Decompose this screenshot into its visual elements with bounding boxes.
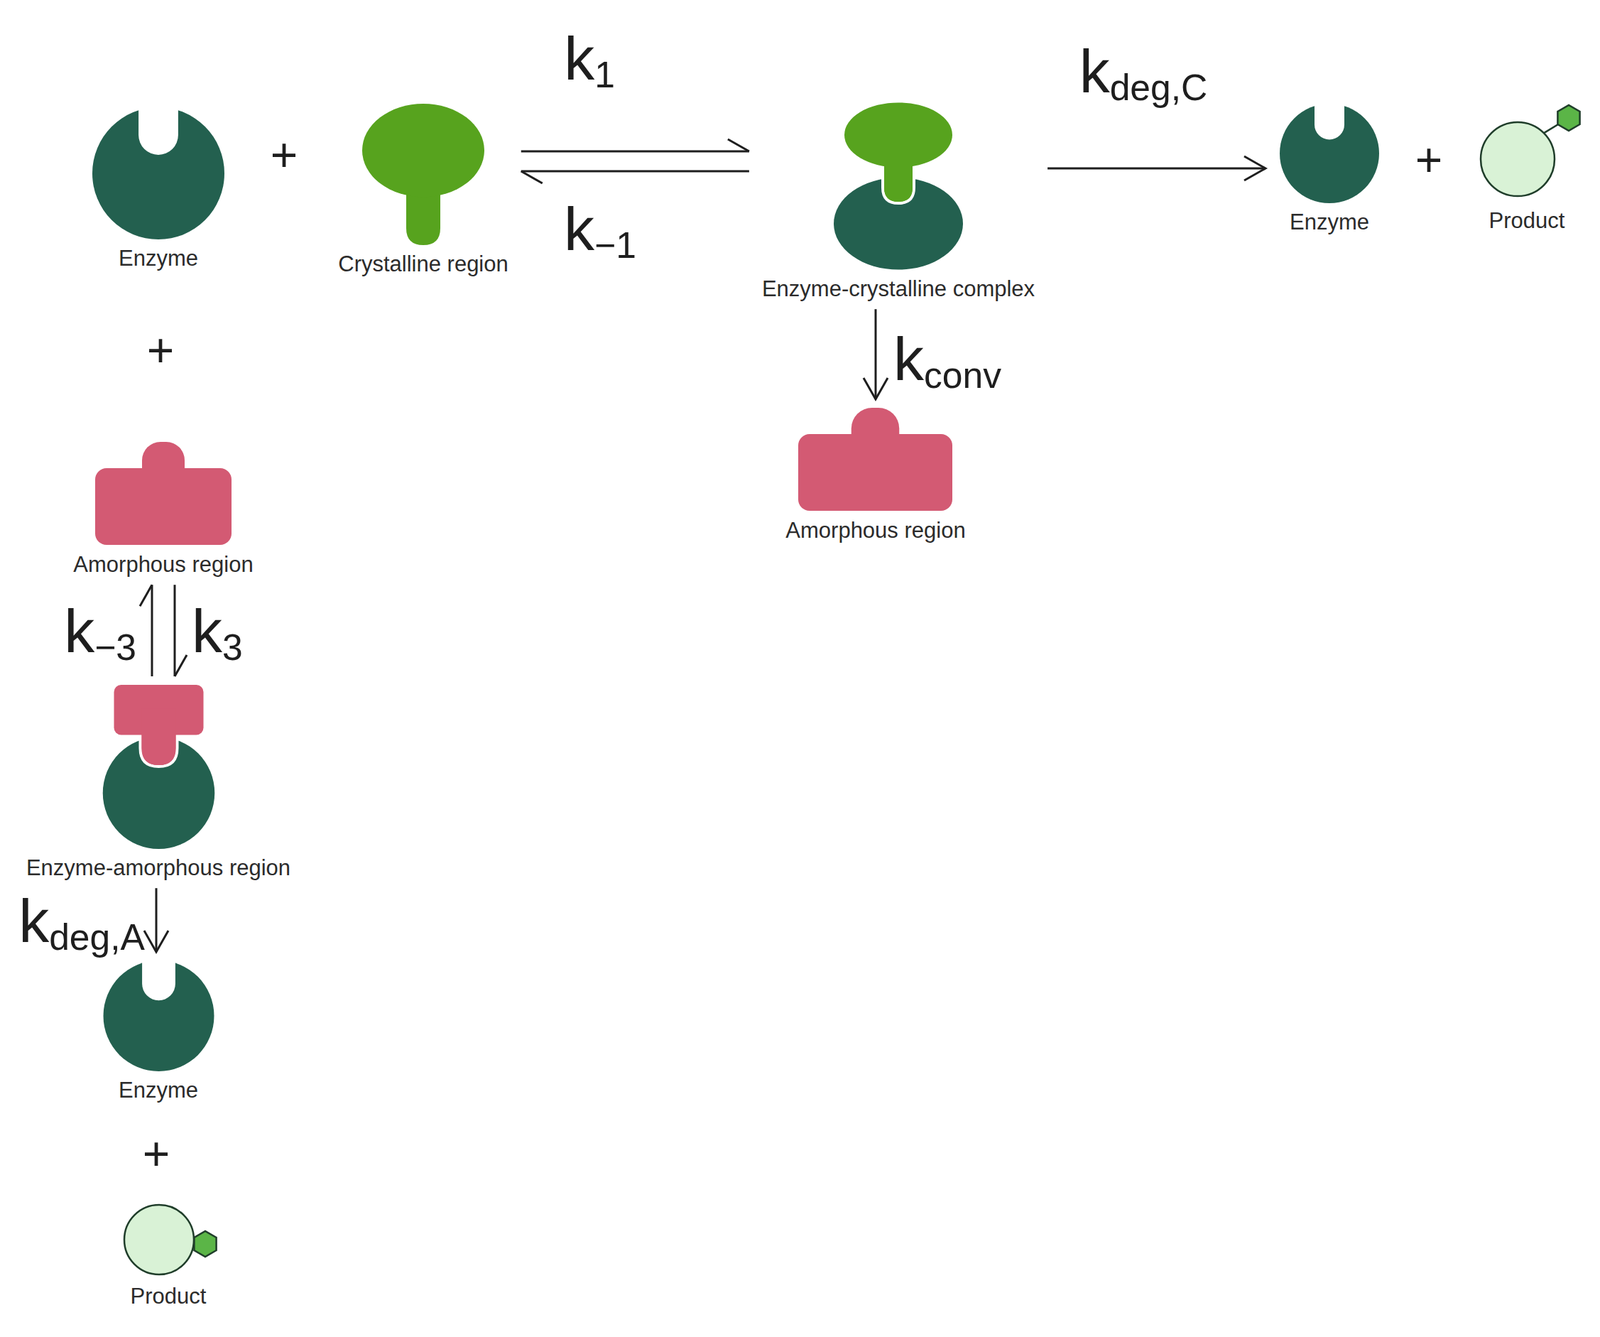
arrow-shaft xyxy=(521,170,750,173)
species-shape xyxy=(92,440,235,547)
arrow-head xyxy=(174,654,187,677)
species-shape xyxy=(1473,103,1581,204)
rate-constant: kconv xyxy=(893,325,1002,393)
species-node: Enzyme xyxy=(1272,102,1387,236)
species-label: Enzyme-amorphous region xyxy=(26,854,291,881)
species-shape xyxy=(359,100,488,247)
rate-constant: k1 xyxy=(563,24,616,93)
arrow-shaft xyxy=(1047,167,1266,170)
arrow-shaft xyxy=(173,584,177,677)
species-shape xyxy=(830,100,966,272)
species-label: Product xyxy=(1489,207,1566,234)
rate-constant: k3 xyxy=(191,597,243,665)
species-node: Enzyme-crystalline complex xyxy=(756,100,1041,302)
arrow-head xyxy=(863,377,888,400)
reaction-arrow xyxy=(1047,156,1266,181)
arrow-shaft xyxy=(521,150,750,153)
arrow-shaft xyxy=(874,308,878,400)
arrow-head xyxy=(1244,156,1266,181)
species-shape xyxy=(795,406,956,513)
species-label: Crystalline region xyxy=(338,250,509,277)
species-node: Enzyme-amorphous region xyxy=(20,683,297,881)
species-label: Enzyme xyxy=(118,1076,199,1103)
rate-constant: k−1 xyxy=(563,195,637,263)
reaction-arrow xyxy=(521,171,750,184)
species-label: Enzyme xyxy=(1289,208,1370,236)
arrow-head xyxy=(139,584,152,606)
rate-constant: kdeg,C xyxy=(1079,37,1208,106)
plus-sign: + xyxy=(270,131,299,179)
species-shape xyxy=(96,683,221,851)
species-shape xyxy=(115,1200,222,1279)
species-node: Enzyme xyxy=(94,958,223,1103)
species-shape xyxy=(1278,102,1381,205)
plus-sign: + xyxy=(147,326,175,374)
species-node: Amorphous region xyxy=(67,440,259,578)
reaction-arrow xyxy=(174,584,187,677)
reaction-arrow xyxy=(144,887,169,952)
species-label: Product xyxy=(130,1282,207,1309)
rate-constant: k−3 xyxy=(63,597,137,665)
arrow-head xyxy=(727,139,750,152)
species-node: Amorphous region xyxy=(779,406,971,544)
reaction-arrow xyxy=(521,139,750,152)
rate-constant: kdeg,A xyxy=(18,886,145,955)
species-label: Enzyme xyxy=(118,245,199,272)
species-label: Amorphous region xyxy=(73,551,253,578)
species-label: Amorphous region xyxy=(785,516,966,544)
species-node: Enzyme xyxy=(85,105,232,272)
plus-sign: + xyxy=(142,1129,171,1177)
arrow-head xyxy=(521,171,543,184)
arrow-shaft xyxy=(151,584,154,677)
species-node: Product xyxy=(1467,103,1586,234)
arrow-head xyxy=(144,930,169,952)
plus-sign: + xyxy=(1415,136,1444,184)
species-shape xyxy=(100,958,218,1073)
species-node: Crystalline region xyxy=(332,100,515,277)
reaction-arrow xyxy=(863,308,888,400)
reaction-arrow xyxy=(139,584,152,677)
arrow-shaft xyxy=(155,887,158,952)
species-shape xyxy=(90,105,226,241)
species-label: Enzyme-crystalline complex xyxy=(762,275,1035,302)
species-node: Product xyxy=(109,1200,228,1309)
